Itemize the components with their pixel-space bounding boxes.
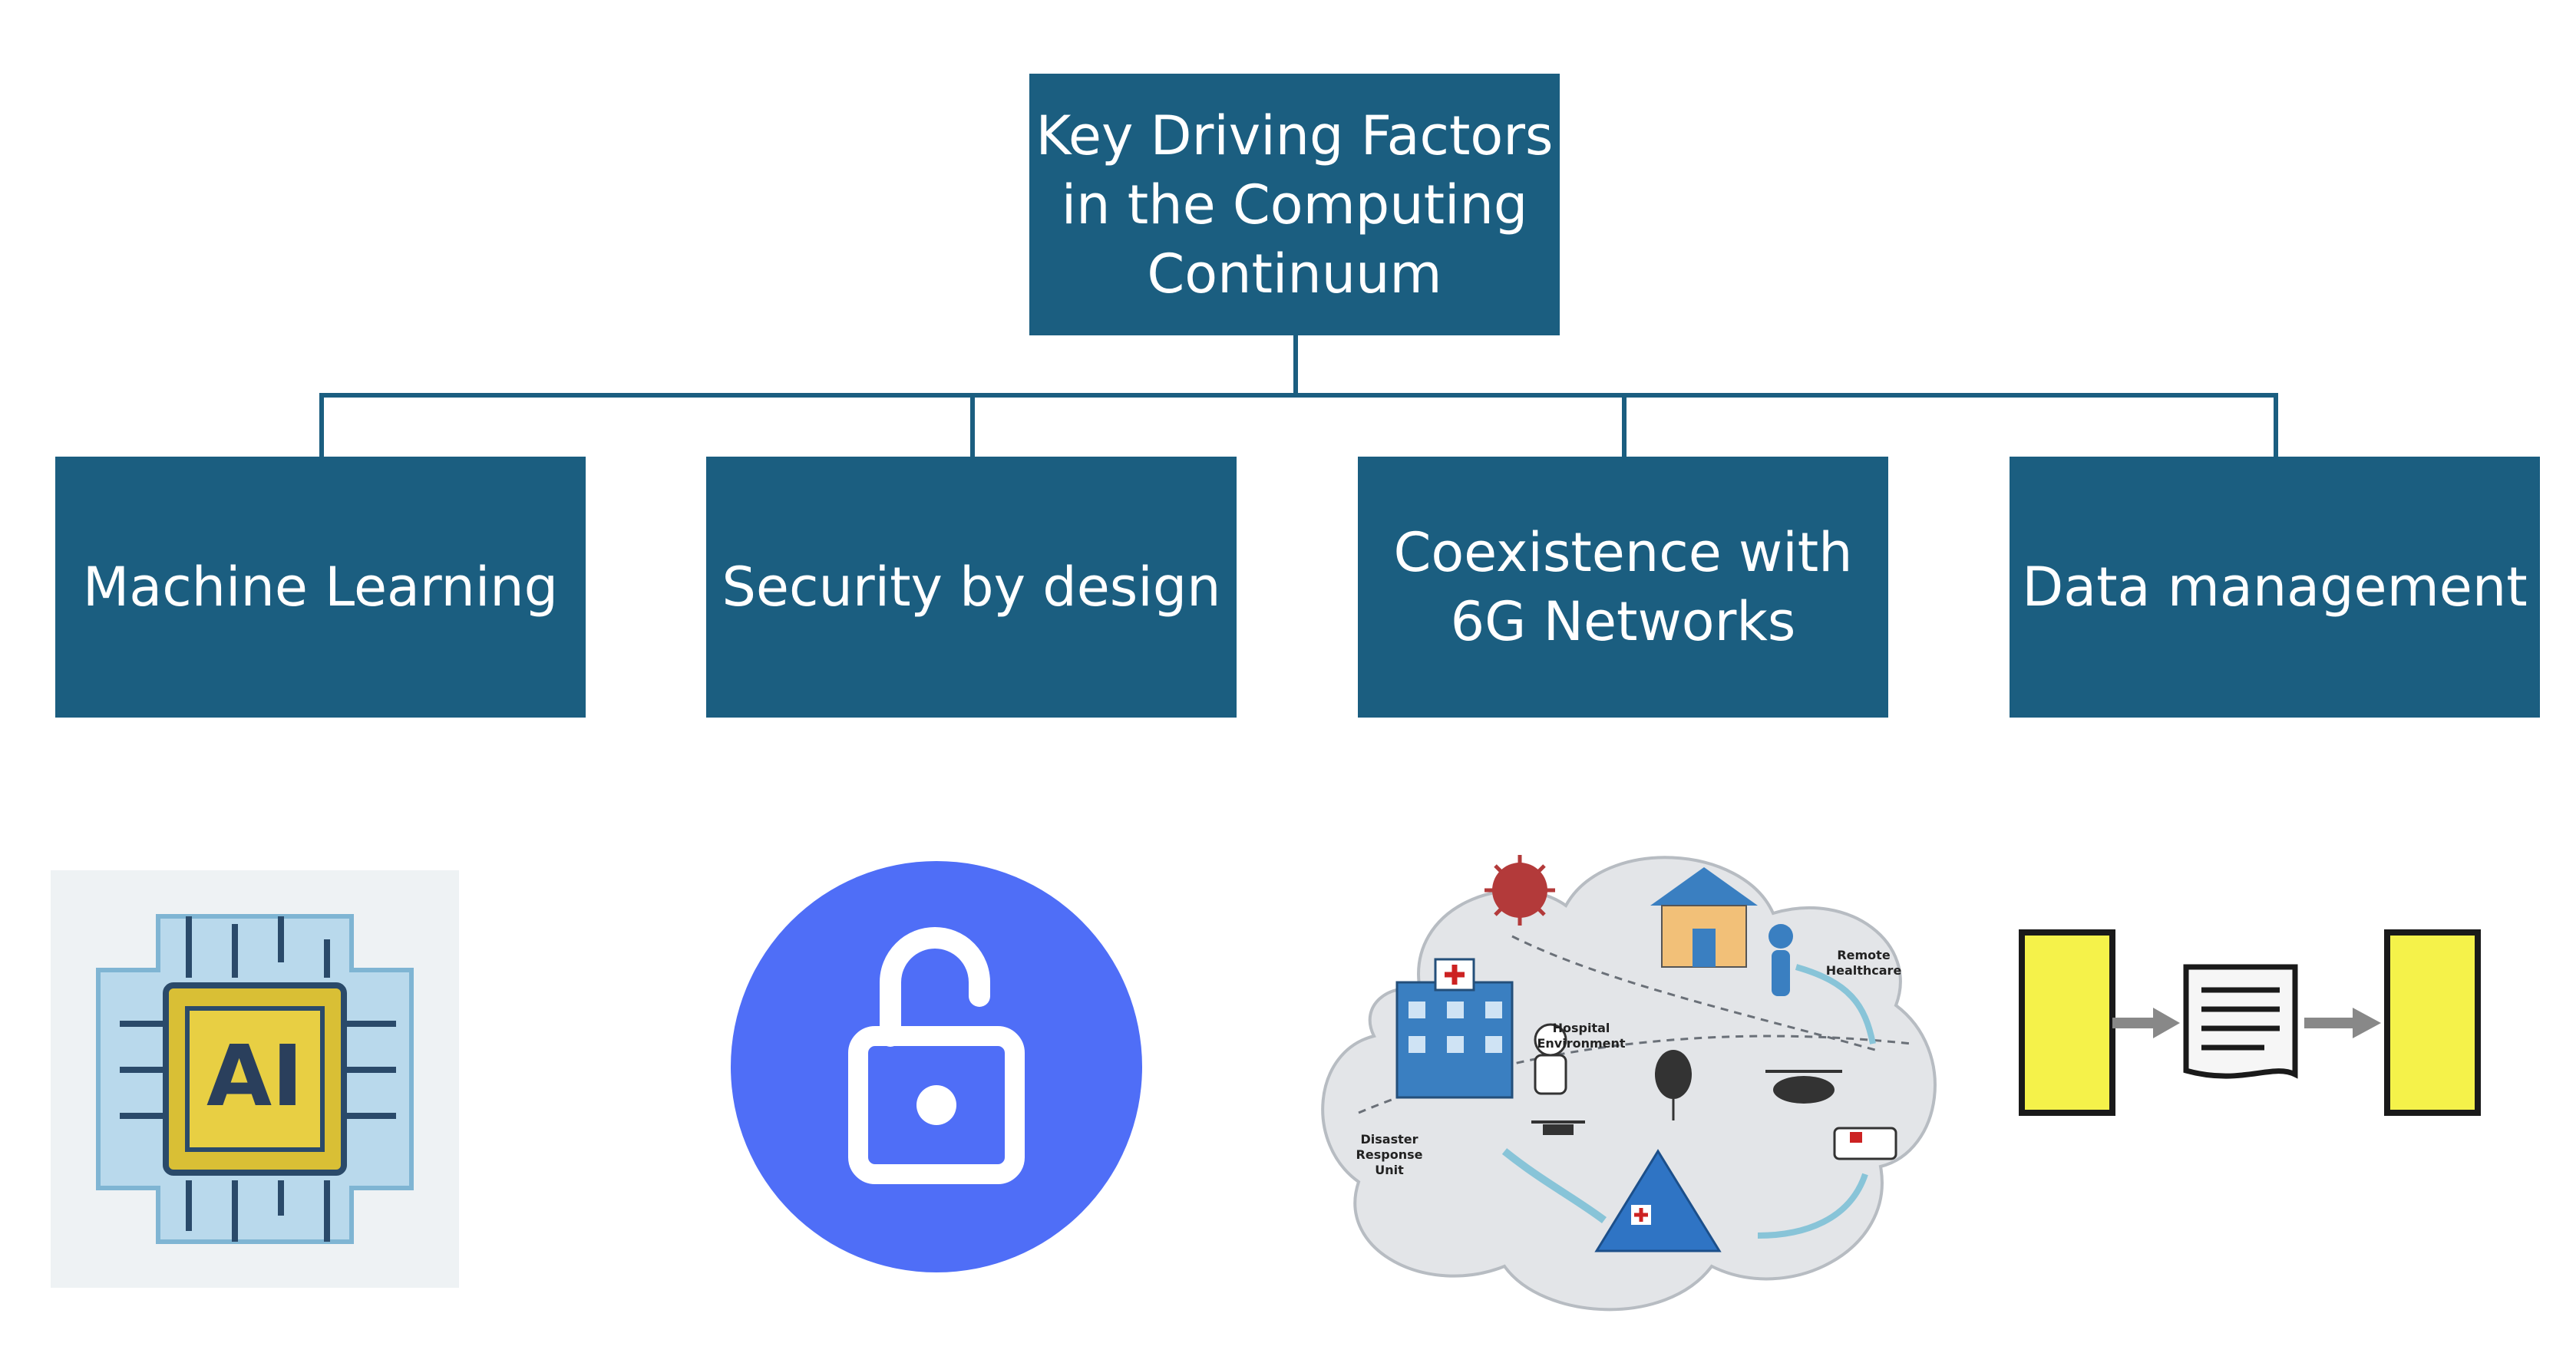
factor-label: Security by design [722, 556, 1221, 619]
factor-data-management: Data management [2010, 457, 2540, 718]
factor-label: Data management [2022, 556, 2528, 619]
factor-6g-coexistence: Coexistence with 6G Networks [1358, 457, 1888, 718]
factor-security-by-design: Security by design [706, 457, 1237, 718]
ai-chip-label: AI [206, 1027, 303, 1125]
unlocked-padlock-icon [729, 860, 1144, 1274]
connector-drop-3 [1622, 393, 1627, 457]
connector-drop-2 [970, 393, 975, 457]
data-flow-icon [2019, 925, 2487, 1124]
root-node: Key Driving Factors in the Computing Con… [1029, 74, 1560, 335]
factor-label: Machine Learning [82, 556, 559, 619]
factor-machine-learning: Machine Learning [55, 457, 586, 718]
factor-label: Coexistence with 6G Networks [1393, 521, 1853, 653]
connector-drop-1 [319, 393, 324, 457]
ai-chip-icon: AI [51, 870, 459, 1288]
connector-trunk [1293, 335, 1298, 395]
connector-bar [319, 393, 2274, 398]
root-label: Key Driving Factors in the Computing Con… [1035, 104, 1554, 305]
connector-drop-4 [2274, 393, 2278, 457]
